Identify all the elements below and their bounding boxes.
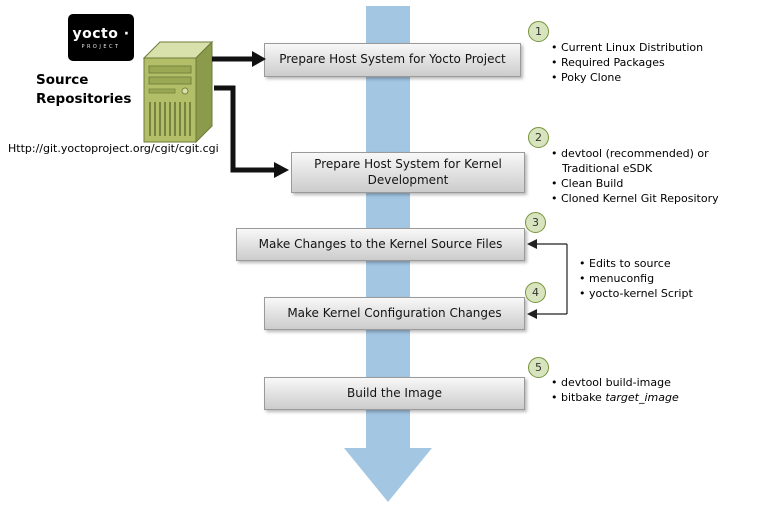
source-repo-url: Http://git.yoctoproject.org/cgit/cgit.cg… [8,142,219,155]
bitbake-target-image: target_image [605,391,679,404]
bullet-item: devtool build-image [551,375,756,390]
bullet-item: Poky Clone [551,70,766,85]
server-tower-icon [142,40,214,144]
bitbake-prefix: bitbake [561,391,606,404]
step-number-4: 4 [525,282,546,303]
step-box-make-config-changes: Make Kernel Configuration Changes [264,297,525,330]
bullet-item: Edits to source [579,256,759,271]
bullet-item: Required Packages [551,55,766,70]
yocto-logo-text: yocto · [72,25,130,42]
bullet-item: devtool (recommended) or Traditional eSD… [551,146,751,176]
bullet-item: menuconfig [579,271,759,286]
step-box-make-source-changes: Make Changes to the Kernel Source Files [236,228,525,261]
yocto-logo: yocto · PROJECT [68,14,134,61]
bullet-item: yocto-kernel Script [579,286,759,301]
step2-bullets: devtool (recommended) or Traditional eSD… [551,146,751,206]
source-repositories-label: Source Repositories [36,72,132,107]
bullet-item: Current Linux Distribution [551,40,766,55]
step1-bullets: Current Linux Distribution Required Pack… [551,40,766,85]
bullet-item: Cloned Kernel Git Repository [551,191,751,206]
step-box-build-image: Build the Image [264,377,525,410]
step-box-prepare-host-yocto: Prepare Host System for Yocto Project [264,43,521,77]
bullet-item: Clean Build [551,176,751,191]
step-number-5: 5 [528,357,549,378]
step-box-prepare-host-kernel: Prepare Host System for Kernel Developme… [291,152,525,193]
yocto-logo-subtext: PROJECT [81,43,121,50]
step-number-3: 3 [525,212,546,233]
step3-4-shared-bullets: Edits to source menuconfig yocto-kernel … [579,256,759,301]
step-number-1: 1 [528,21,549,42]
step-number-2: 2 [528,127,549,148]
step5-bullets: devtool build-image bitbake target_image [551,375,756,405]
bullet-item: bitbake target_image [551,390,756,405]
